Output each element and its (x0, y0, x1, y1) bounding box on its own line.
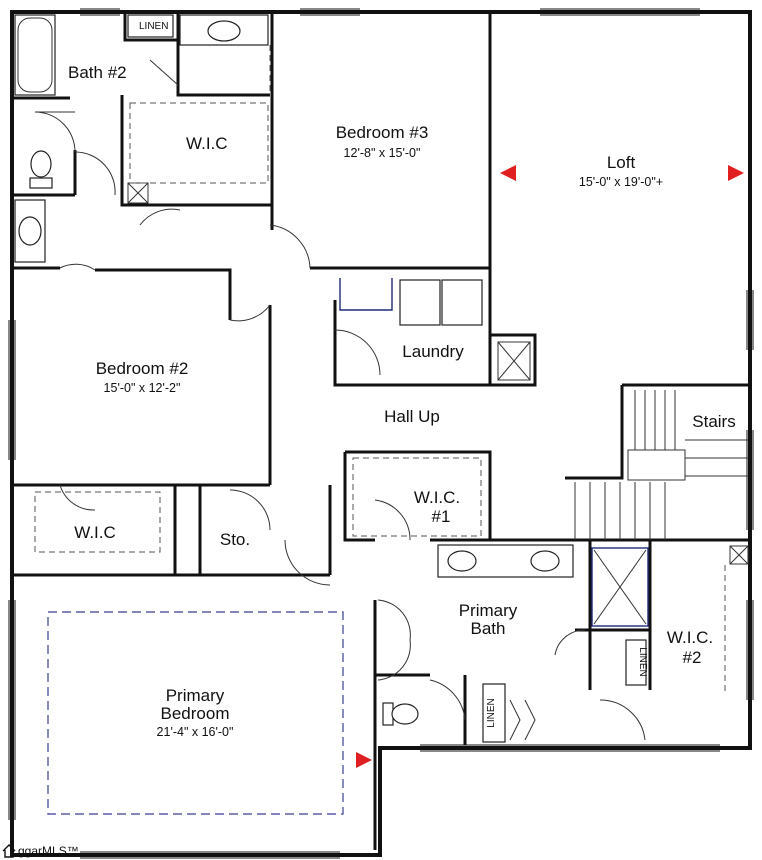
room-label-laundry: Laundry (402, 342, 464, 361)
interior-walls (12, 12, 750, 850)
toilet-icon (29, 150, 53, 189)
svg-text:DATA: DATA (519, 176, 525, 192)
room-label-hall: Hall Up (384, 407, 440, 426)
mls-watermark: ggarMLS™ (2, 844, 79, 858)
windows (8, 8, 754, 859)
data-markers: DATA DATA DATA (348, 160, 744, 776)
data-marker-icon: DATA (715, 160, 744, 181)
room-size-bedroom2: 15'-0" x 12'-2" (104, 381, 181, 395)
room-label-bedroom2: Bedroom #2 (96, 359, 189, 378)
data-marker-icon: DATA (348, 752, 372, 776)
washer-dryer-icon (399, 279, 483, 326)
room-labels: Bath #2 LINEN W.I.C Bedroom #3 12'-8" x … (68, 21, 736, 739)
room-label-linen-right: LINEN (637, 647, 648, 676)
room-label-primary-bath: Primary (459, 601, 518, 620)
room-size-primary-bedroom: 21'-4" x 16'-0" (157, 725, 234, 739)
fixtures (14, 14, 749, 815)
bathtub-icon (14, 14, 56, 96)
room-label-storage: Sto. (220, 530, 250, 549)
house-icon (2, 844, 16, 858)
vanity-icon (437, 544, 574, 578)
toilet-icon (382, 702, 419, 726)
room-size-loft: 15'-0" x 19'-0"+ (579, 175, 663, 189)
room-label-stairs: Stairs (692, 412, 735, 431)
svg-text:DATA: DATA (348, 760, 354, 776)
room-size-bedroom3: 12'-8" x 15'-0" (344, 146, 421, 160)
chase-icon (127, 182, 749, 565)
room-label-primary-bath-2: Bath (471, 619, 506, 638)
room-label-linen-bottom: LINEN (486, 698, 497, 727)
room-label-bedroom3: Bedroom #3 (336, 123, 429, 142)
room-label-wic-left: W.I.C (74, 523, 116, 542)
room-number-wic2: #2 (683, 648, 702, 667)
room-label-bath2: Bath #2 (68, 63, 127, 82)
exterior-walls (10, 10, 752, 857)
room-label-wic2: W.I.C. (667, 628, 713, 647)
stairs-icon (574, 390, 748, 540)
sink-icon (179, 14, 269, 46)
shower-icon (591, 547, 649, 627)
sink-icon (14, 199, 46, 263)
data-marker-icon: DATA (500, 165, 525, 192)
room-label-linen-top: LINEN (139, 21, 168, 32)
room-label-primary-bedroom: Primary (166, 686, 225, 705)
doors (34, 59, 646, 741)
watermark-text: ggarMLS™ (18, 844, 79, 858)
room-label-primary-bedroom-2: Bedroom (161, 704, 230, 723)
room-number-wic1: #1 (432, 507, 451, 526)
room-label-loft: Loft (607, 153, 636, 172)
room-label-wic1: W.I.C. (414, 488, 460, 507)
room-label-wic-top: W.I.C (186, 134, 228, 153)
svg-text:DATA: DATA (715, 160, 721, 176)
